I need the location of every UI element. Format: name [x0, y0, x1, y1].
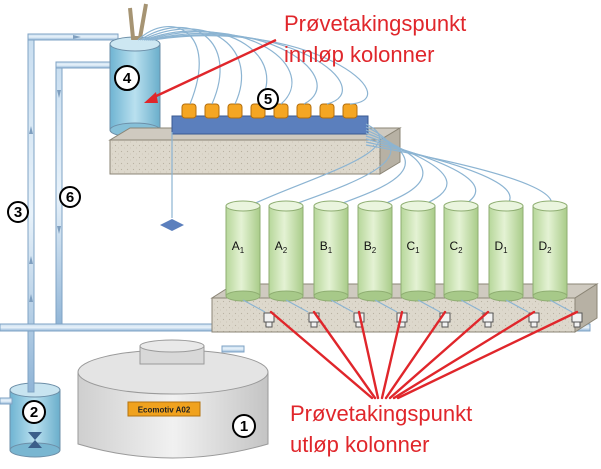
- column-body: [443, 205, 479, 297]
- marker-3-label: 3: [14, 204, 22, 221]
- column-body: [268, 205, 304, 297]
- marker-4-label: 4: [123, 70, 132, 87]
- column-a1: A1: [225, 200, 266, 313]
- column-top: [488, 200, 524, 212]
- column-base: [443, 290, 479, 302]
- marker-1: 1: [232, 414, 256, 438]
- column-label: B1: [320, 239, 333, 255]
- column-drain-tube: [242, 299, 266, 313]
- column-body: [225, 205, 261, 297]
- column-drain-tube: [460, 299, 484, 313]
- column-top: [357, 200, 393, 212]
- column-c1: C1: [400, 200, 441, 313]
- column-base: [313, 290, 349, 302]
- marker-2-label: 2: [30, 404, 38, 421]
- column-row: A1 A2 B1 B2 C1 C2 D1 D2: [225, 200, 573, 313]
- column-b1: B1: [313, 200, 354, 313]
- upper-shelf: [108, 127, 402, 175]
- column-label: C1: [406, 239, 420, 255]
- return-top-pipe: [55, 61, 117, 69]
- column-base: [400, 290, 436, 302]
- column-body: [400, 205, 436, 297]
- column-c2: C2: [443, 200, 484, 313]
- tank-sign: [127, 401, 201, 417]
- marker-4: 4: [114, 65, 140, 91]
- marker-3: 3: [7, 201, 29, 223]
- inlet-label-line1: Prøvetakingspunkt: [284, 11, 466, 36]
- column-label: D2: [538, 239, 552, 255]
- marker-5: 5: [257, 88, 279, 110]
- column-d1: D1: [488, 200, 529, 313]
- column-drain-tube: [330, 299, 354, 313]
- outlet-callout-lines: [269, 310, 579, 400]
- column-base: [225, 290, 261, 302]
- column-a2: A2: [268, 200, 309, 313]
- column-top: [225, 200, 261, 212]
- column-top: [400, 200, 436, 212]
- column-base: [488, 290, 524, 302]
- marker-2: 2: [22, 400, 46, 424]
- outlet-label-line1: Prøvetakingspunkt: [290, 401, 472, 426]
- column-top: [313, 200, 349, 212]
- main-tank: Ecomotiv A02: [77, 339, 269, 459]
- column-drain-tube: [285, 299, 309, 313]
- column-top: [268, 200, 304, 212]
- column-base: [357, 290, 393, 302]
- marker-1-label: 1: [240, 418, 248, 435]
- column-top: [443, 200, 479, 212]
- tank-sign-label: Ecomotiv A02: [138, 406, 191, 415]
- pump-icon: [28, 432, 42, 448]
- inlet-label-line2: innløp kolonner: [284, 42, 434, 67]
- column-d2: D2: [532, 200, 573, 313]
- column-label: D1: [494, 239, 508, 255]
- marker-6: 6: [59, 186, 81, 208]
- column-drain-tube: [549, 299, 573, 313]
- pump-row: [171, 103, 369, 135]
- column-body: [313, 205, 349, 297]
- column-label: B2: [364, 239, 377, 255]
- column-drain-tube: [505, 299, 529, 313]
- column-base: [268, 290, 304, 302]
- inlet-callout-arrow: [144, 38, 277, 103]
- marker-5-label: 5: [264, 91, 272, 108]
- flow-arrows: [29, 35, 81, 302]
- riser-pipe: [27, 35, 35, 393]
- column-drain-tube: [374, 299, 398, 313]
- column-body: [357, 205, 393, 297]
- column-base: [532, 290, 568, 302]
- column-b2: B2: [357, 200, 398, 313]
- column-label: A2: [275, 239, 288, 255]
- sump-tank: [0, 382, 61, 458]
- marker-6-label: 6: [66, 189, 74, 206]
- outlet-label-line2: utløp kolonner: [290, 432, 429, 457]
- column-label: C2: [449, 239, 463, 255]
- column-top: [532, 200, 568, 212]
- column-label: A1: [232, 239, 245, 255]
- drip-plate: [160, 219, 184, 231]
- column-drain-tube: [417, 299, 441, 313]
